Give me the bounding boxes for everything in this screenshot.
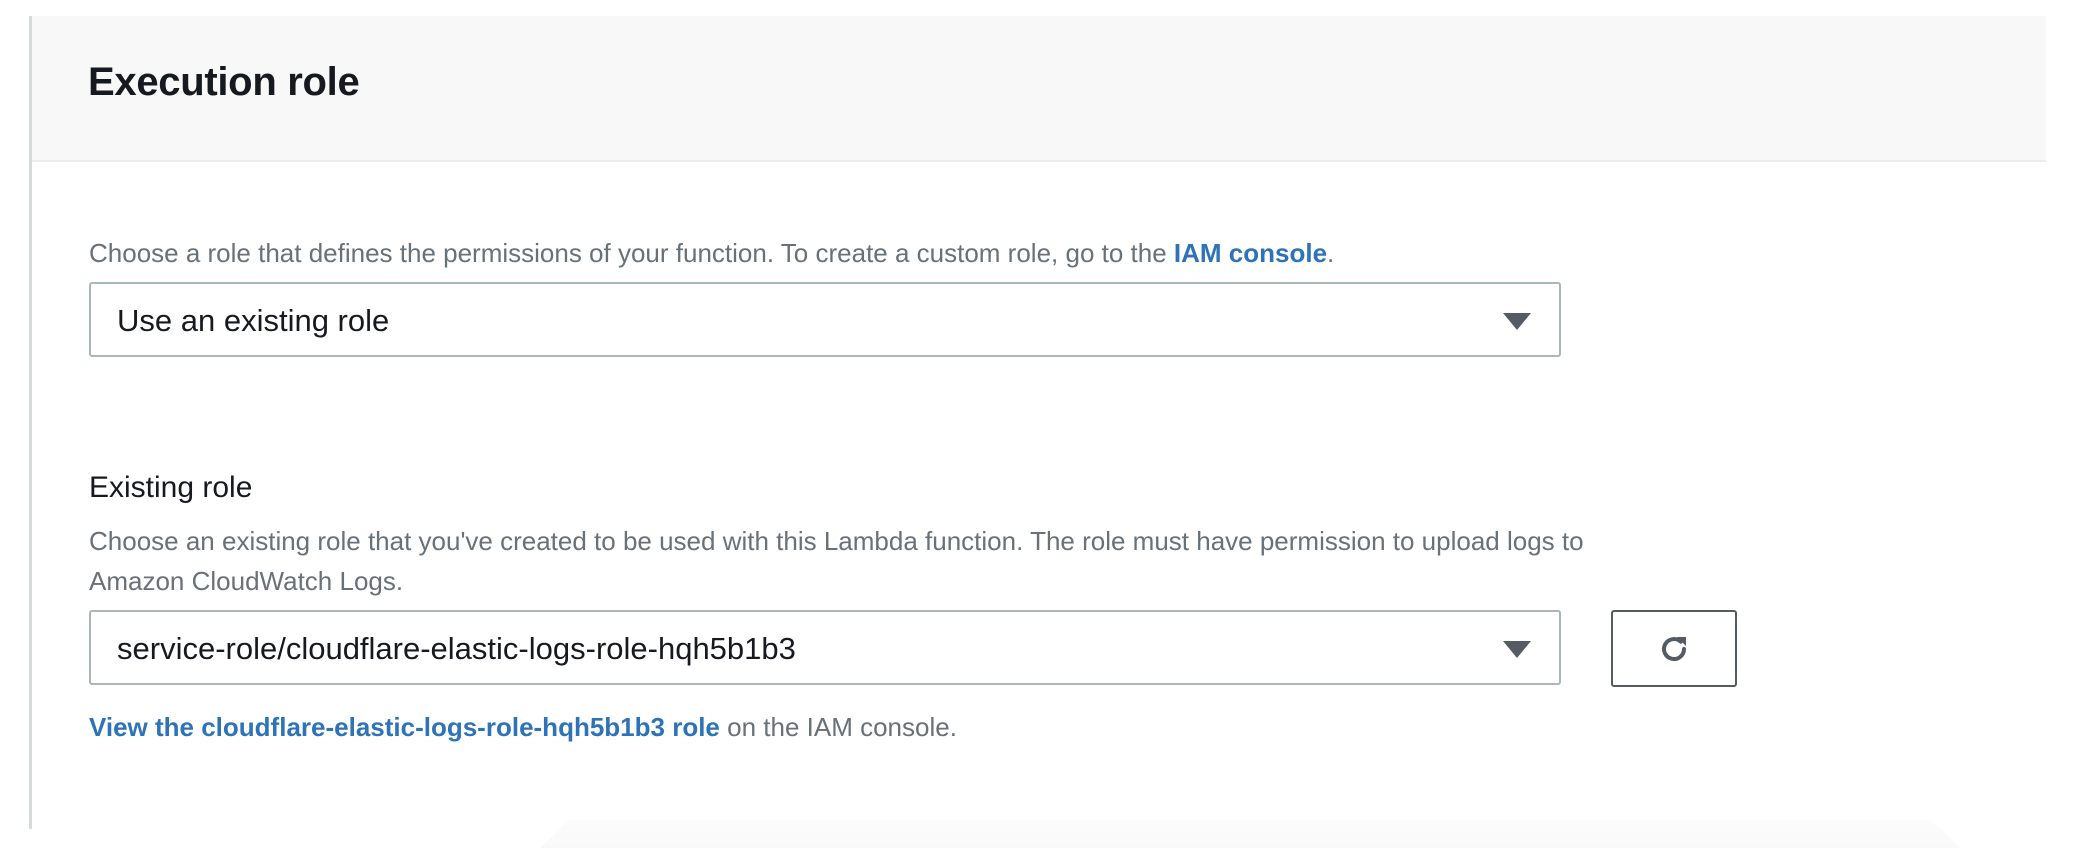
role-type-select[interactable]: Use an existing role: [89, 282, 1561, 357]
refresh-roles-button[interactable]: [1611, 610, 1737, 687]
background-shadow: [540, 820, 1960, 848]
existing-role-label: Existing role: [89, 471, 253, 504]
existing-role-description-line2: Amazon CloudWatch Logs.: [89, 566, 404, 596]
view-role-text: View the cloudflare-elastic-logs-role-hq…: [89, 712, 957, 743]
refresh-icon: [1662, 636, 1687, 661]
existing-role-select[interactable]: service-role/cloudflare-elastic-logs-rol…: [89, 610, 1561, 685]
role-help-text-end: .: [1327, 238, 1335, 268]
existing-role-description-line1: Choose an existing role that you've crea…: [89, 526, 1584, 556]
panel-header: Execution role: [32, 16, 2046, 162]
caret-down-icon: [1503, 641, 1531, 658]
role-help-text-body: Choose a role that defines the permissio…: [89, 238, 1174, 268]
view-role-suffix: on the IAM console.: [719, 712, 957, 742]
caret-down-icon: [1503, 313, 1531, 330]
iam-console-link[interactable]: IAM console: [1173, 238, 1328, 268]
execution-role-panel: Execution role Choose a role that define…: [29, 16, 2046, 829]
role-help-text: Choose a role that defines the permissio…: [89, 238, 1334, 269]
role-type-value: Use an existing role: [117, 303, 390, 338]
panel-title: Execution role: [88, 60, 360, 104]
view-role-link[interactable]: View the cloudflare-elastic-logs-role-hq…: [89, 712, 720, 742]
existing-role-value: service-role/cloudflare-elastic-logs-rol…: [117, 631, 796, 666]
